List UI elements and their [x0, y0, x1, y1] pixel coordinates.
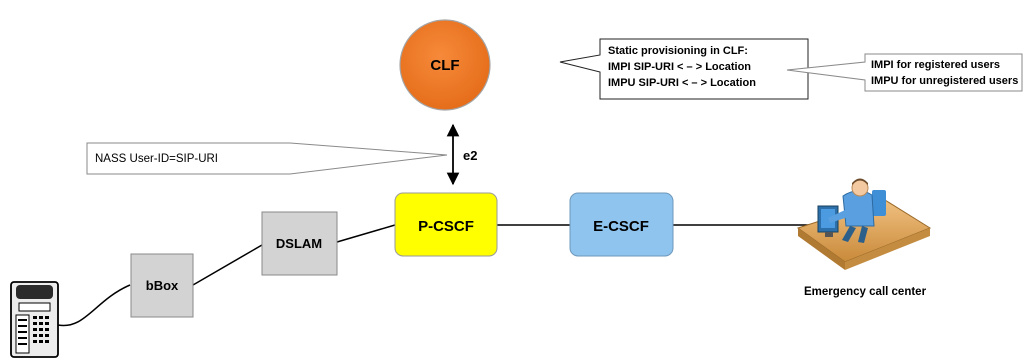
ecscf-label: E-CSCF	[593, 218, 649, 235]
emergency-call-center-label: Emergency call center	[804, 286, 927, 298]
phone-to-bbox-line	[57, 284, 131, 327]
clf-provisioning-line-2: IMPI SIP-URI < – > Location	[608, 61, 751, 73]
clf-label: CLF	[430, 57, 459, 74]
dslam-label: DSLAM	[276, 236, 322, 251]
clf-node: CLF	[399, 19, 491, 111]
pcscf-node: P-CSCF	[394, 192, 498, 257]
identity-types-callout: IMPI for registered users IMPU for unreg…	[786, 53, 1023, 92]
clf-provisioning-line-3: IMPU SIP-URI < – > Location	[608, 77, 756, 89]
clf-provisioning-line-1: Static provisioning in CLF:	[608, 45, 748, 57]
bbox-to-dslam-line	[192, 244, 263, 286]
e2-label: e2	[463, 148, 477, 163]
bbox-node: bBox	[130, 253, 194, 318]
identity-types-line-2: IMPU for unregistered users	[871, 75, 1018, 87]
identity-types-line-1: IMPI for registered users	[871, 59, 1000, 71]
call-center-operator-icon	[796, 178, 932, 270]
clf-provisioning-callout: Static provisioning in CLF: IMPI SIP-URI…	[559, 38, 809, 100]
dslam-node: DSLAM	[261, 211, 338, 276]
bbox-label: bBox	[146, 278, 179, 293]
nass-callout-text: NASS User-ID=SIP-URI	[95, 153, 218, 165]
nass-callout: NASS User-ID=SIP-URI	[86, 142, 448, 175]
ecscf-node: E-CSCF	[569, 192, 674, 257]
desk-phone-icon	[10, 281, 59, 358]
pcscf-label: P-CSCF	[418, 218, 474, 235]
dslam-to-pcscf-line	[336, 224, 396, 243]
